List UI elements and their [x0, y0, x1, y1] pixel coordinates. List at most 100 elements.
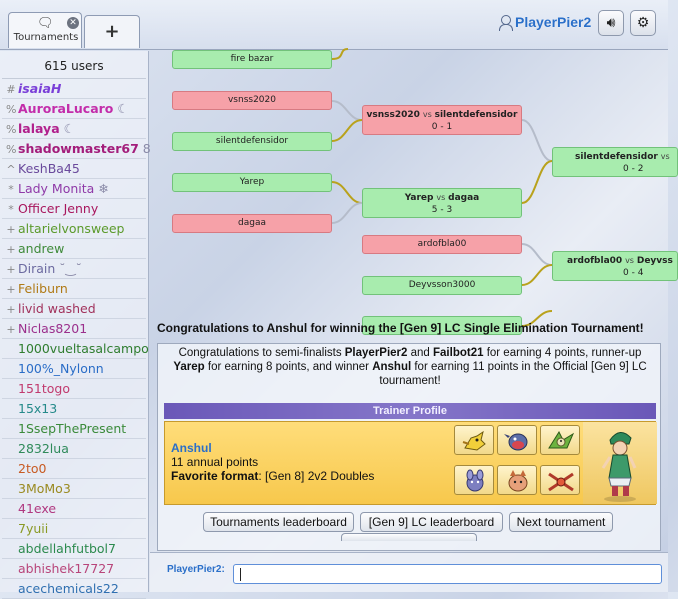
connector-line [331, 48, 349, 60]
bracket-player-node: silentdefensidor [172, 132, 332, 151]
userlist-item[interactable]: 2832lua [2, 439, 146, 459]
results-text-part: Congratulations to semi-finalists [178, 347, 345, 359]
match-score: 0 - 4 [623, 268, 644, 278]
bracket-player-node: Yarep [172, 173, 332, 192]
tournament-bracket: fire bazar vsnss2020 silentdefensidor Ya… [150, 48, 678, 335]
connector-line [521, 160, 553, 204]
user-name: AuroraLucaro [18, 101, 114, 116]
userlist-item[interactable]: +livid washed [2, 299, 146, 319]
bracket-connectors [331, 48, 553, 327]
user-name: 1SsepThePresent [18, 421, 127, 436]
user-rank-symbol: + [6, 243, 16, 256]
favorite-format: Favorite format: [Gen 8] 2v2 Doubles [171, 469, 374, 483]
userlist-item[interactable]: %lalaya ☾ [2, 119, 146, 139]
tournaments-leaderboard-button[interactable]: Tournaments leaderboard [203, 512, 354, 532]
favorite-format-label: Favorite format [171, 469, 259, 483]
user-name: livid washed [18, 301, 96, 316]
userlist-item[interactable]: ^KeshBa45 [2, 159, 146, 179]
plus-icon: + [104, 21, 120, 42]
userlist-item[interactable]: 2to0 [2, 459, 146, 479]
connector-line [331, 100, 363, 121]
bracket-player-node: dagaa [172, 214, 332, 233]
userlist-item[interactable]: *Officer Jenny [2, 199, 146, 219]
tab-tournaments[interactable]: 🗨 ✕ Tournaments [8, 12, 82, 48]
chat-bar: PlayerPier2: [150, 552, 668, 592]
user-rank-symbol: + [6, 283, 16, 296]
user-status-symbol: ☾ [59, 121, 75, 136]
more-button[interactable] [341, 533, 477, 541]
userlist-item[interactable]: 100%_Nylonn [2, 359, 146, 379]
userlist-item[interactable]: 151togo [2, 379, 146, 399]
chat-input[interactable] [233, 564, 662, 584]
match-player-1: vsnss2020 [366, 110, 420, 120]
userlist-item[interactable]: acechemicals22 [2, 579, 146, 599]
match-player-1: Yarep [404, 193, 434, 203]
userlist-item[interactable]: +andrew [2, 239, 146, 259]
user-name: 1000vueltasalcampo [18, 341, 149, 356]
userlist-item[interactable]: +Niclas8201 [2, 319, 146, 339]
bird-icon [497, 425, 537, 455]
user-name: 3MoMo3 [18, 481, 71, 496]
userlist-item[interactable]: 1SsepThePresent [2, 419, 146, 439]
userlist-item[interactable]: * Lady Monita ❄ [2, 179, 146, 199]
userlist-item[interactable]: +Dirain ˘‿˘ [2, 259, 146, 279]
userlist-item[interactable]: %AuroraLucaro ☾ [2, 99, 146, 119]
userlist-item[interactable]: +Feliburn [2, 279, 146, 299]
user-name: 2to0 [18, 461, 47, 476]
userlist-item[interactable]: %shadowmaster67 8 [2, 139, 151, 159]
user-rank-symbol: * [8, 203, 14, 216]
userlist-item[interactable]: abhishek17727 [2, 559, 146, 579]
bracket-player-node: ardofbla00 [362, 235, 522, 254]
connector-line [331, 202, 363, 224]
user-name: KeshBa45 [18, 161, 80, 176]
user-name: 151togo [18, 381, 70, 396]
user-status-symbol: 8 [138, 141, 155, 156]
user-rank-symbol: * [8, 183, 14, 196]
user-status-symbol: ❄ [94, 181, 109, 196]
user-name: Lady Monita [18, 181, 95, 196]
new-tab-button[interactable]: + [84, 15, 140, 48]
trainer-name[interactable]: Anshul [171, 441, 212, 455]
semi-finalist-name: Failbot21 [433, 347, 484, 359]
user-list: #isaiaH%AuroraLucaro ☾%lalaya ☾%shadowma… [0, 79, 151, 599]
bracket-player-node: vsnss2020 [172, 91, 332, 110]
match-players: silentdefensidor vs [575, 151, 677, 163]
sound-button[interactable]: 🔊︎ [598, 10, 624, 36]
results-text-part: for earning 4 points, runner-up [483, 347, 642, 359]
semi-finalist-name: PlayerPier2 [344, 347, 408, 359]
userlist-item[interactable]: 41exe [2, 499, 146, 519]
user-rank-symbol: + [6, 303, 16, 316]
user-rank-symbol: + [6, 263, 16, 276]
grass-bird-icon [540, 425, 580, 455]
user-status-symbol: ˘‿˘ [55, 261, 82, 276]
user-name: 2832lua [18, 441, 69, 456]
user-name: Niclas8201 [18, 321, 88, 336]
top-header: 🗨 ✕ Tournaments + PlayerPier2 🔊︎ ⚙︎ [0, 0, 668, 50]
close-icon[interactable]: ✕ [67, 17, 79, 29]
bracket-player-node: Deyvsson3000 [362, 276, 522, 295]
userlist-item[interactable]: 1000vueltasalcampo [2, 339, 149, 359]
userlist-item[interactable]: abdellahfutbol7 [2, 539, 146, 559]
bracket-match: ardofbla00 vs Deyvss 0 - 4 [552, 251, 678, 281]
bug-icon [540, 464, 580, 495]
lc-leaderboard-button[interactable]: [Gen 9] LC leaderboard [360, 512, 503, 532]
next-tournament-button[interactable]: Next tournament [509, 512, 613, 532]
trainer-sprite [583, 422, 657, 504]
user-rank-symbol: # [6, 83, 16, 96]
bracket-match: silentdefensidor vs 0 - 2 [552, 147, 678, 177]
userlist-item[interactable]: 7yuii [2, 519, 146, 539]
bracket-player-node: fire bazar [172, 50, 332, 69]
username[interactable]: PlayerPier2 [515, 14, 592, 30]
user-name: 7yuii [18, 521, 49, 536]
user-rank-symbol: % [6, 143, 17, 156]
connector-line [521, 119, 553, 162]
userlist-item[interactable]: +altarielvonsweep [2, 219, 146, 239]
userlist-item[interactable]: 15x13 [2, 399, 146, 419]
user-rank-symbol: % [6, 123, 17, 136]
userlist-item[interactable]: 3MoMo3 [2, 479, 146, 499]
userlist-item[interactable]: #isaiaH [2, 79, 146, 99]
connector-line [521, 264, 553, 286]
user-name: acechemicals22 [18, 581, 119, 596]
trainer-team [454, 425, 582, 501]
settings-button[interactable]: ⚙︎ [630, 10, 656, 36]
